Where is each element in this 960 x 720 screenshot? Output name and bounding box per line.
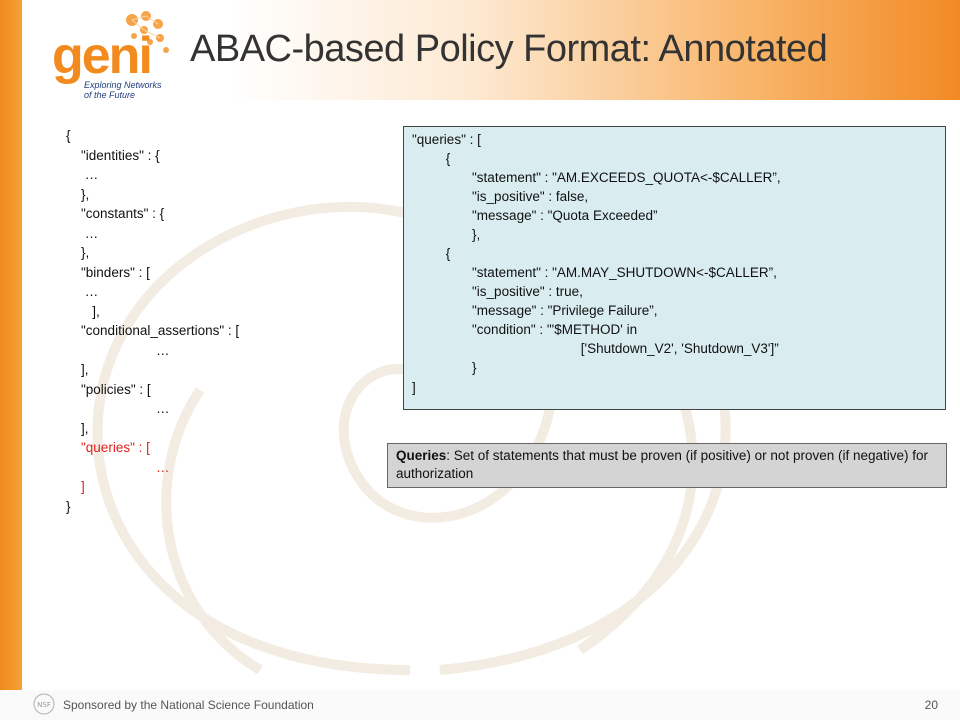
code-line: }, xyxy=(412,227,481,242)
footer-band xyxy=(0,690,960,720)
page-number: 20 xyxy=(924,698,938,712)
code-line: "constants" : { xyxy=(66,206,165,221)
code-line: "binders" : [ xyxy=(66,264,150,280)
header-band xyxy=(22,0,960,100)
code-line-highlighted: ] xyxy=(66,479,85,494)
code-line: ], xyxy=(66,420,89,436)
code-line: "identities" : { xyxy=(66,147,160,163)
code-line: }, xyxy=(66,245,90,260)
code-line: ['Shutdown_V2', 'Shutdown_V3']” xyxy=(412,341,779,356)
code-line: { xyxy=(412,246,451,261)
code-line: "condition" : "'$METHOD' in xyxy=(412,322,638,337)
left-code-block: { "identities" : { … }, "constants" : { … xyxy=(66,126,239,516)
code-line: "is_positive" : false, xyxy=(412,189,589,204)
code-line: … xyxy=(66,167,99,182)
queries-example-box: "queries" : [ { "statement" : "AM.EXCEED… xyxy=(403,126,946,410)
nsf-logo-icon: NSF xyxy=(33,693,55,715)
code-line: ] xyxy=(412,380,416,395)
logo-tagline-line: of the Future xyxy=(84,90,136,100)
geni-logo-graphic xyxy=(126,11,169,53)
slide-title: ABAC-based Policy Format: Annotated xyxy=(190,28,828,70)
code-line-highlighted: … xyxy=(66,459,170,475)
code-line: "policies" : [ xyxy=(66,381,151,397)
logo-tagline-line: Exploring Networks xyxy=(84,80,162,90)
code-line: "queries" : [ xyxy=(412,132,481,147)
note-text: : Set of statements that must be proven … xyxy=(396,448,929,481)
queries-definition-note: Queries: Set of statements that must be … xyxy=(387,443,947,488)
nsf-logo-text: NSF xyxy=(37,701,51,709)
note-term: Queries xyxy=(396,448,447,463)
code-line: { xyxy=(66,128,71,143)
left-accent-bar xyxy=(0,0,22,690)
geni-logo-wordmark: geni xyxy=(52,27,153,85)
code-line: ], xyxy=(66,362,89,377)
code-line: }, xyxy=(66,186,90,202)
code-line: "is_positive" : true, xyxy=(412,284,583,299)
code-line: … xyxy=(66,225,99,241)
footer-sponsor-text: Sponsored by the National Science Founda… xyxy=(63,698,314,712)
code-line: "statement" : "AM.EXCEEDS_QUOTA<-$CALLER… xyxy=(412,170,781,185)
code-line: … xyxy=(66,284,99,299)
code-line-highlighted: "queries" : [ xyxy=(66,440,150,455)
code-line: … xyxy=(66,342,170,358)
code-line: { xyxy=(412,151,451,166)
code-line: } xyxy=(66,498,71,514)
geni-logo-tagline: Exploring Networks of the Future xyxy=(84,80,174,100)
code-line: ], xyxy=(66,303,100,319)
code-line: "statement" : "AM.MAY_SHUTDOWN<-$CALLER”… xyxy=(412,265,777,280)
code-line: } xyxy=(412,360,477,375)
code-line: "conditional_assertions" : [ xyxy=(66,323,240,338)
code-line: … xyxy=(66,401,170,416)
code-line: "message" : "Privilege Failure”, xyxy=(412,303,658,318)
code-line: "message" : "Quota Exceeded” xyxy=(412,208,658,223)
